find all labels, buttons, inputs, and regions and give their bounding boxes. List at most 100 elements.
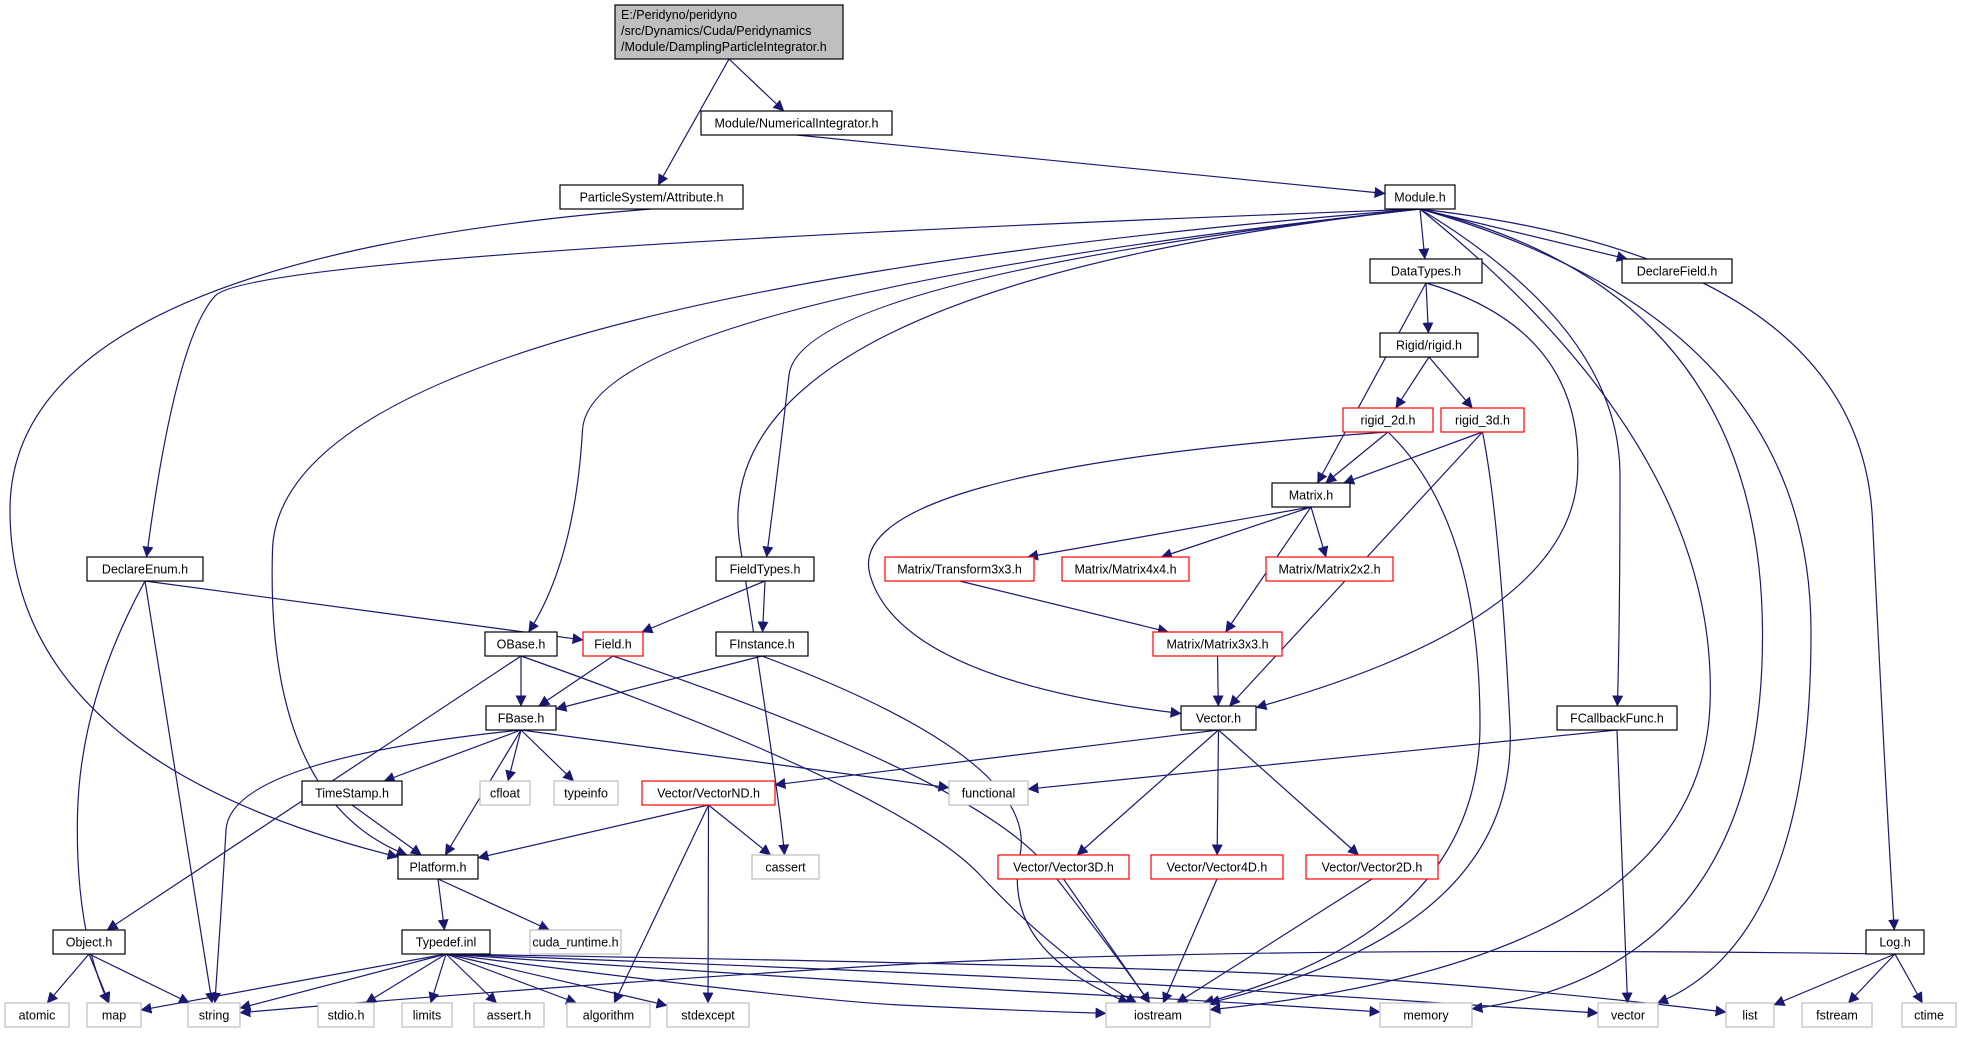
node-label: Log.h — [1879, 936, 1910, 950]
node-declareenum[interactable]: DeclareEnum.h — [86, 556, 204, 582]
node-cfloat[interactable]: cfloat — [479, 780, 531, 806]
edge-platform-to-cudaruntime — [437, 878, 550, 931]
node-obase[interactable]: OBase.h — [484, 631, 558, 657]
edge-typedef-to-string — [239, 953, 447, 1011]
edge-rigid3d-to-iostream — [1208, 431, 1511, 1006]
node-field[interactable]: Field.h — [582, 631, 644, 657]
node-limits[interactable]: limits — [401, 1002, 453, 1028]
edge-log-to-string — [239, 950, 1896, 1018]
node-box — [1440, 407, 1525, 433]
node-rigid3d[interactable]: rigid_3d.h — [1440, 407, 1525, 433]
node-vector3d[interactable]: Vector/Vector3D.h — [997, 854, 1130, 880]
node-finstance[interactable]: FInstance.h — [715, 631, 809, 657]
edge-fieldtypes-to-finstance — [757, 580, 769, 633]
node-label: FBase.h — [498, 712, 545, 726]
node-label: Module.h — [1394, 191, 1445, 205]
node-label-line: /src/Dynamics/Cuda/Peridynamics — [621, 24, 811, 38]
edge-typedef-to-memory — [445, 953, 1381, 1017]
node-box — [614, 4, 844, 60]
edge-matrix-to-matrix2x2 — [1310, 506, 1329, 558]
edge-fbase-to-timestamp — [383, 729, 522, 783]
edge-vector2d-to-iostream — [1176, 878, 1373, 1004]
edge-datatypes-to-rigid — [1422, 282, 1434, 334]
node-matrix2x2[interactable]: Matrix/Matrix2x2.h — [1265, 556, 1394, 582]
node-fbase[interactable]: FBase.h — [485, 705, 557, 731]
node-rigid[interactable]: Rigid/rigid.h — [1379, 332, 1479, 358]
node-rigid2d[interactable]: rigid_2d.h — [1342, 407, 1434, 433]
edge-declareenum-to-field — [144, 580, 584, 645]
node-declarefield[interactable]: DeclareField.h — [1621, 258, 1733, 284]
node-vectornd[interactable]: Vector/VectorND.h — [641, 780, 776, 806]
node-atomic[interactable]: atomic — [4, 1002, 70, 1028]
node-map[interactable]: map — [86, 1002, 142, 1028]
node-vectorstd[interactable]: vector — [1597, 1002, 1659, 1028]
node-label: algorithm — [583, 1009, 634, 1023]
node-box — [1152, 631, 1283, 657]
edge-vector-to-vector2d — [1218, 729, 1359, 856]
node-box — [566, 1002, 651, 1028]
node-label: cassert — [765, 861, 806, 875]
edge-typedef-to-algorithm — [445, 953, 578, 1005]
node-label: DeclareEnum.h — [102, 563, 188, 577]
edge-rigid2d-to-matrix — [1325, 431, 1389, 484]
node-label: cuda_runtime.h — [532, 936, 618, 950]
node-functional[interactable]: functional — [948, 780, 1029, 806]
edge-typedef-to-stdioh — [365, 953, 447, 1004]
edge-vector-to-vectornd — [774, 729, 1219, 789]
edge-root-to-numint — [728, 58, 785, 112]
node-label: Typedef.inl — [416, 936, 476, 950]
node-matrix[interactable]: Matrix.h — [1271, 482, 1351, 508]
node-label-line: /Module/DamplingParticleIntegrator.h — [621, 40, 827, 54]
node-vector[interactable]: Vector.h — [1180, 705, 1257, 731]
edge-module-to-log — [1419, 208, 1900, 931]
node-fstream[interactable]: fstream — [1801, 1002, 1873, 1028]
node-typeinfo[interactable]: typeinfo — [553, 780, 619, 806]
node-fieldtypes[interactable]: FieldTypes.h — [715, 556, 815, 582]
edge-typedef-to-stdexcept — [445, 953, 668, 1009]
node-iostream[interactable]: iostream — [1105, 1002, 1211, 1028]
node-cassert[interactable]: cassert — [751, 854, 820, 880]
node-box — [187, 1002, 241, 1028]
node-label: Platform.h — [410, 861, 467, 875]
node-platform[interactable]: Platform.h — [397, 854, 479, 880]
node-attr[interactable]: ParticleSystem/Attribute.h — [559, 184, 744, 210]
node-numint[interactable]: Module/NumericalIntegrator.h — [700, 110, 893, 136]
node-transform3x3[interactable]: Matrix/Transform3x3.h — [884, 556, 1035, 582]
node-module[interactable]: Module.h — [1384, 184, 1456, 210]
edge-module-to-declareenum — [142, 208, 1421, 558]
node-cudaruntime[interactable]: cuda_runtime.h — [529, 929, 622, 955]
node-root[interactable]: E:/Peridyno/peridyno/src/Dynamics/Cuda/P… — [614, 4, 844, 60]
node-label: Matrix/Matrix2x2.h — [1278, 563, 1380, 577]
edge-log-to-fstream — [1847, 953, 1896, 1004]
node-object[interactable]: Object.h — [52, 929, 126, 955]
node-stdioh[interactable]: stdio.h — [317, 1002, 375, 1028]
node-fcallback[interactable]: FCallbackFunc.h — [1556, 705, 1678, 731]
node-timestamp[interactable]: TimeStamp.h — [301, 780, 403, 806]
node-box — [529, 929, 622, 955]
node-box — [997, 854, 1130, 880]
node-datatypes[interactable]: DataTypes.h — [1369, 258, 1483, 284]
node-list[interactable]: list — [1725, 1002, 1775, 1028]
edge-typedef-to-map — [140, 953, 447, 1014]
node-label: stdexcept — [681, 1009, 735, 1023]
node-label: Vector/VectorND.h — [657, 787, 760, 801]
edge-log-to-ctime — [1894, 953, 1923, 1004]
node-asserth[interactable]: assert.h — [473, 1002, 545, 1028]
node-algorithm[interactable]: algorithm — [566, 1002, 651, 1028]
node-box — [559, 184, 744, 210]
node-string[interactable]: string — [187, 1002, 241, 1028]
node-typedef[interactable]: Typedef.inl — [401, 929, 491, 955]
node-ctime[interactable]: ctime — [1901, 1002, 1957, 1028]
node-log[interactable]: Log.h — [1865, 929, 1925, 955]
node-memory[interactable]: memory — [1379, 1002, 1473, 1028]
node-matrix4x4[interactable]: Matrix/Matrix4x4.h — [1061, 556, 1190, 582]
edge-module-to-vectorstd — [1419, 208, 1812, 1005]
node-matrix3x3[interactable]: Matrix/Matrix3x3.h — [1152, 631, 1283, 657]
node-label: atomic — [19, 1009, 56, 1023]
node-label: ctime — [1914, 1009, 1944, 1023]
node-vector4d[interactable]: Vector/Vector4D.h — [1150, 854, 1284, 880]
edge-fcallback-to-functional — [1027, 729, 1618, 794]
node-vector2d[interactable]: Vector/Vector2D.h — [1305, 854, 1439, 880]
node-stdexcept[interactable]: stdexcept — [666, 1002, 750, 1028]
node-label: DeclareField.h — [1637, 265, 1718, 279]
